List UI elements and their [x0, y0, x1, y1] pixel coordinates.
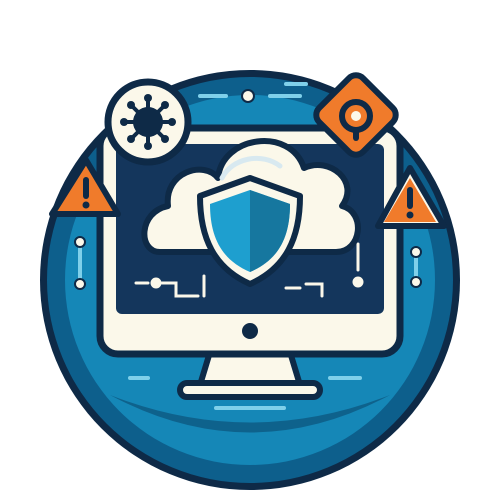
- warning-triangle-icon: [49, 157, 121, 217]
- screen-circuit: [134, 242, 364, 298]
- warning-diamond-icon: [313, 72, 399, 158]
- shield-icon: [197, 175, 303, 287]
- warning-triangle-icon-right: [375, 165, 447, 229]
- power-button-icon: [242, 323, 258, 339]
- circuit-lines: [74, 82, 422, 410]
- virus-icon: [104, 78, 192, 166]
